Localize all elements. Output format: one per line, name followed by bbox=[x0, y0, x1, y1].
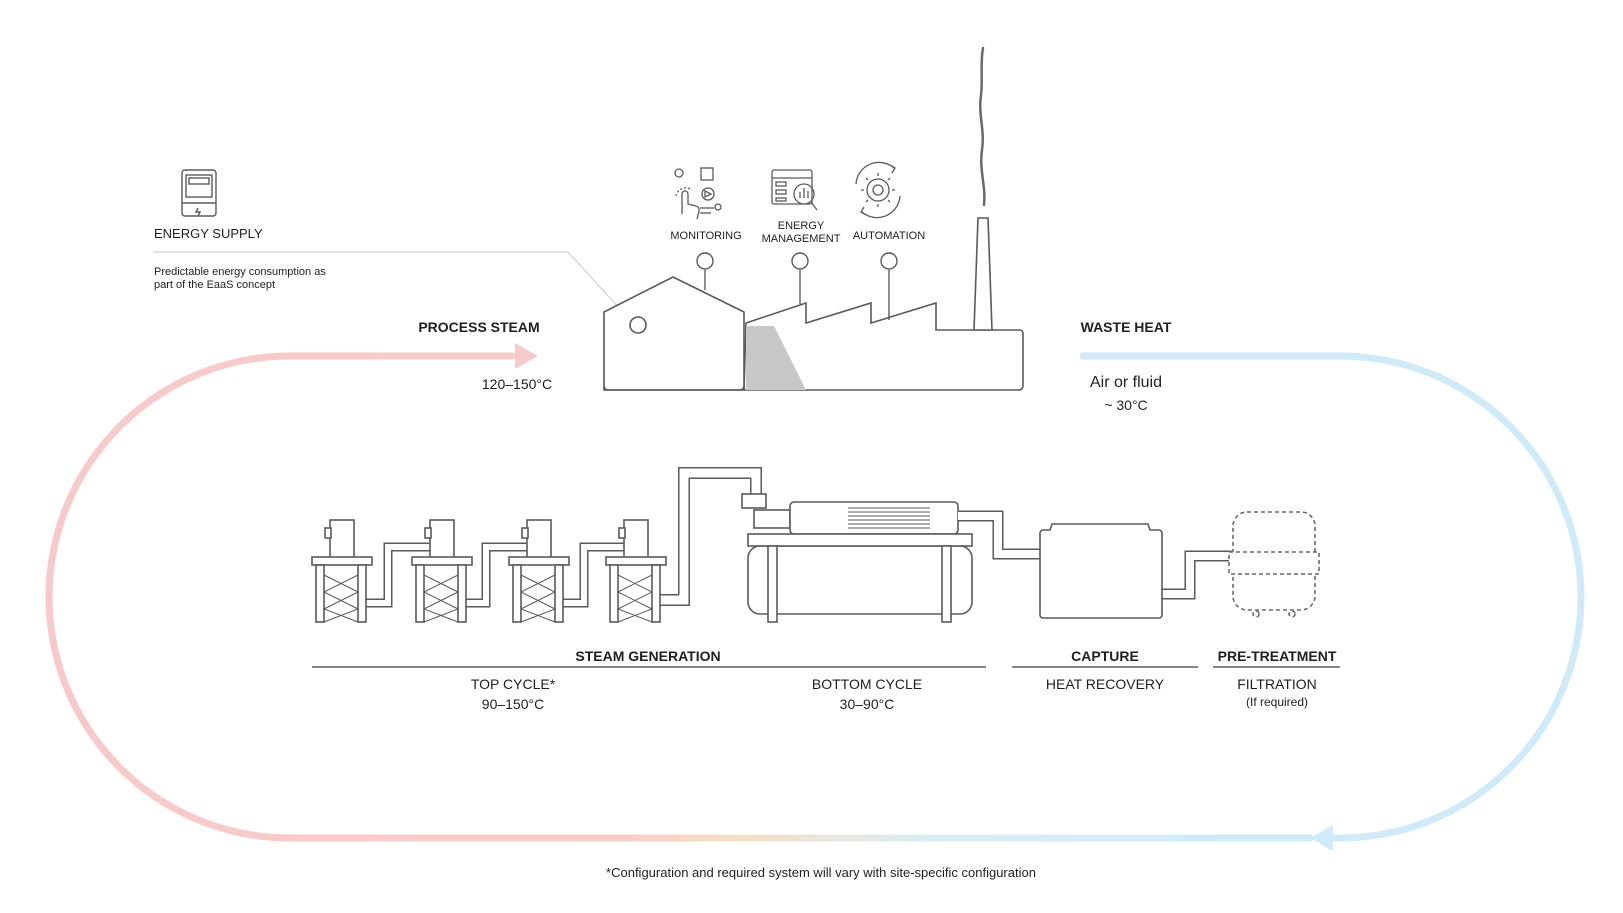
factory-sensor-point bbox=[629, 316, 647, 334]
pre-treatment-title: PRE-TREATMENT bbox=[1217, 648, 1337, 664]
waste-heat-temperature: ~ 30°C bbox=[1104, 397, 1148, 413]
heat-pump-unit bbox=[508, 519, 570, 623]
waste-heat-title: WASTE HEAT bbox=[1080, 319, 1172, 335]
monitoring-icon bbox=[674, 167, 722, 220]
feature-label-automation: AUTOMATION bbox=[852, 230, 926, 242]
circulation-loop-right bbox=[1079, 352, 1585, 842]
heat-pump-unit bbox=[605, 519, 667, 623]
chimney bbox=[973, 217, 993, 331]
process-steam-arrowhead bbox=[515, 343, 538, 369]
factory-building bbox=[603, 217, 1024, 391]
feature-label-monitoring: MONITORING bbox=[670, 230, 742, 242]
pre-treatment-note: (If required) bbox=[1245, 695, 1309, 709]
process-steam-temperature: 120–150°C bbox=[481, 376, 553, 392]
energy-management-point bbox=[791, 252, 809, 270]
factory-shadow bbox=[746, 326, 806, 390]
monitoring-point bbox=[696, 252, 714, 270]
feature-connectors bbox=[696, 252, 898, 320]
energy-supply-title: ENERGY SUPPLY bbox=[154, 226, 263, 241]
energy-supply-description-line2: part of the EaaS concept bbox=[154, 279, 276, 291]
bottom-cycle-unit bbox=[741, 493, 1040, 623]
bottom-cycle-label: BOTTOM CYCLE bbox=[811, 676, 923, 692]
top-cycle-range: 90–150°C bbox=[481, 696, 545, 712]
automation-point bbox=[880, 252, 898, 270]
top-cycle-label: TOP CYCLE* bbox=[470, 676, 556, 692]
energy-management-icon bbox=[771, 169, 818, 211]
energy-supply-leader bbox=[153, 251, 633, 323]
heat-pump-units bbox=[311, 467, 762, 623]
filter-unit bbox=[1228, 511, 1320, 618]
capture-title: CAPTURE bbox=[1071, 648, 1139, 664]
waste-heat-medium: Air or fluid bbox=[1089, 374, 1163, 391]
chimney-smoke bbox=[979, 46, 986, 207]
capture-unit bbox=[1039, 523, 1232, 619]
energy-supply-description-line1: Predictable energy consumption as bbox=[154, 266, 326, 278]
heat-pump-unit bbox=[411, 519, 473, 623]
steam-generation-title: STEAM GENERATION bbox=[575, 648, 721, 664]
automation-gear-icon bbox=[855, 161, 901, 219]
process-steam-title: PROCESS STEAM bbox=[418, 319, 540, 335]
feature-label-management: MANAGEMENT bbox=[761, 233, 841, 245]
circulation-loop-left bbox=[45, 352, 1314, 842]
feature-label-energy: ENERGY bbox=[777, 220, 825, 232]
heat-pump-unit bbox=[311, 519, 373, 623]
capture-subtitle: HEAT RECOVERY bbox=[1045, 676, 1165, 692]
pre-treatment-subtitle: FILTRATION bbox=[1237, 676, 1317, 692]
energy-meter-icon bbox=[181, 169, 217, 217]
loop-return-arrowhead bbox=[1310, 825, 1333, 851]
bottom-cycle-range: 30–90°C bbox=[839, 696, 895, 712]
footnote: *Configuration and required system will … bbox=[606, 865, 1036, 880]
